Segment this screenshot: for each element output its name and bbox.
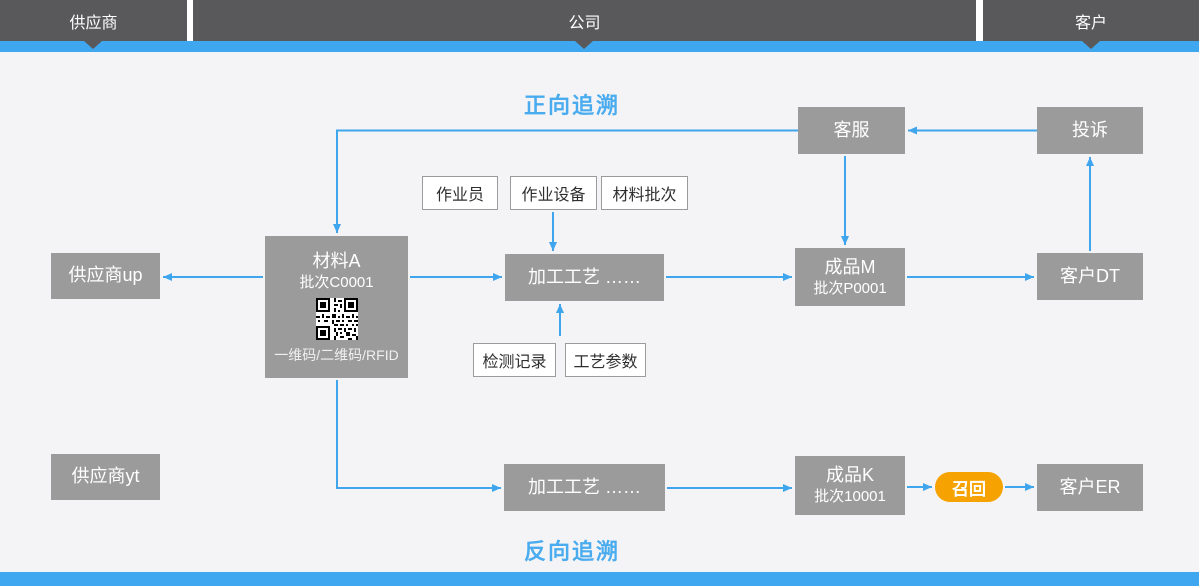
node-product-m-batch: 批次P0001	[813, 279, 887, 297]
node-complaint-label: 投诉	[1072, 119, 1108, 140]
node-process-top: 加工工艺 ……	[505, 254, 664, 301]
node-supplier-up-label: 供应商up	[68, 265, 143, 286]
node-material-a-batch: 批次C0001	[299, 274, 374, 292]
node-material-a: 材料A 批次C0001 一维码/二维码/RFID	[265, 236, 408, 378]
node-supplier-up: 供应商up	[51, 253, 160, 299]
node-customer-er-label: 客户ER	[1059, 476, 1121, 497]
bottom-accent-bar	[0, 572, 1199, 586]
lane-supplier: 供应商	[0, 0, 187, 41]
lane-supplier-pointer-icon	[84, 41, 102, 49]
tag-material-batch-label: 材料批次	[612, 187, 677, 204]
tag-process-parameters: 工艺参数	[565, 343, 646, 377]
forward-trace-title: 正向追溯	[523, 93, 620, 118]
qr-code-icon	[315, 297, 358, 340]
arrow-material-to-process-bottom	[336, 380, 501, 492]
node-customer-er: 客户ER	[1037, 464, 1143, 511]
tag-material-batch: 材料批次	[601, 176, 688, 210]
lane-customer-label: 客户	[1074, 14, 1107, 32]
node-process-bottom-label: 加工工艺 ……	[527, 476, 641, 497]
node-complaint: 投诉	[1037, 107, 1143, 154]
lane-company-pointer-icon	[575, 41, 593, 49]
lane-company: 公司	[193, 0, 976, 41]
lane-customer-pointer-icon	[1082, 41, 1100, 49]
tag-equipment: 作业设备	[510, 176, 597, 210]
backward-trace-title: 反向追溯	[523, 539, 620, 564]
node-customer-service: 客服	[798, 107, 905, 154]
node-material-a-title: 材料A	[312, 250, 361, 271]
node-product-k-title: 成品K	[825, 465, 874, 486]
node-customer-dt: 客户DT	[1037, 253, 1143, 300]
node-supplier-yt: 供应商yt	[51, 454, 160, 500]
lane-company-label: 公司	[568, 14, 601, 32]
node-material-a-code-caption: 一维码/二维码/RFID	[274, 346, 399, 363]
recall-badge: 召回	[935, 472, 1003, 502]
node-process-bottom: 加工工艺 ……	[504, 464, 665, 511]
node-product-k-batch: 批次10001	[814, 488, 886, 506]
node-process-top-label: 加工工艺 ……	[527, 266, 641, 287]
node-product-m-title: 成品M	[824, 256, 876, 277]
recall-badge-label: 召回	[952, 479, 986, 499]
tag-operator: 作业员	[422, 176, 498, 210]
tag-inspection-record-label: 检测记录	[482, 354, 547, 371]
node-product-m: 成品M 批次P0001	[795, 248, 905, 306]
tag-operator-label: 作业员	[435, 187, 484, 204]
node-product-k: 成品K 批次10001	[795, 456, 905, 515]
node-customer-dt-label: 客户DT	[1060, 265, 1120, 286]
tag-process-parameters-label: 工艺参数	[573, 354, 638, 371]
tag-equipment-label: 作业设备	[521, 187, 586, 204]
top-accent-bar	[0, 41, 1199, 52]
node-customer-service-label: 客服	[833, 119, 870, 140]
lane-supplier-label: 供应商	[69, 14, 118, 32]
lane-customer: 客户	[983, 0, 1199, 41]
swimlane-header: 供应商 公司 客户	[0, 0, 1199, 41]
node-supplier-yt-label: 供应商yt	[71, 466, 140, 487]
tag-inspection-record: 检测记录	[473, 343, 556, 377]
